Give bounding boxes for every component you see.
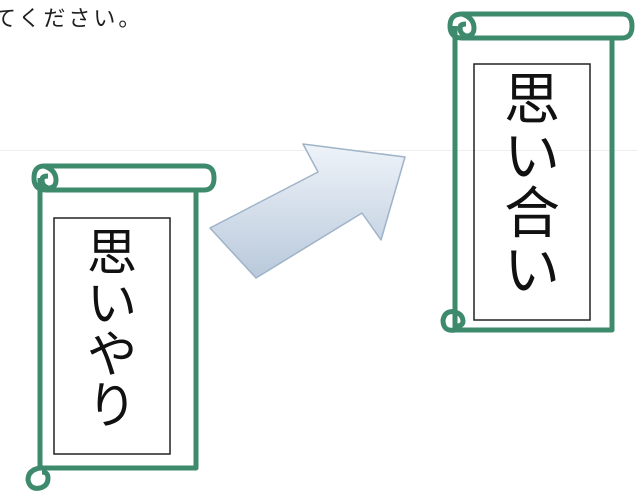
scroll-left-text: 思 い や り (54, 228, 170, 432)
scroll-left-char-1: 思 (87, 224, 137, 282)
scroll-right-char-3: 合 (504, 182, 560, 248)
scroll-right-char-4: い (504, 239, 560, 305)
scroll-left-char-4: り (87, 377, 137, 435)
scroll-right-char-1: 思 (504, 68, 560, 133)
scroll-left-char-2: い (87, 275, 137, 333)
instruction-text: てください。 (0, 7, 144, 32)
scroll-left-char-3: や (87, 326, 137, 384)
scroll-right-text: 思 い 合 い (474, 68, 590, 305)
scroll-right-char-2: い (504, 125, 560, 191)
